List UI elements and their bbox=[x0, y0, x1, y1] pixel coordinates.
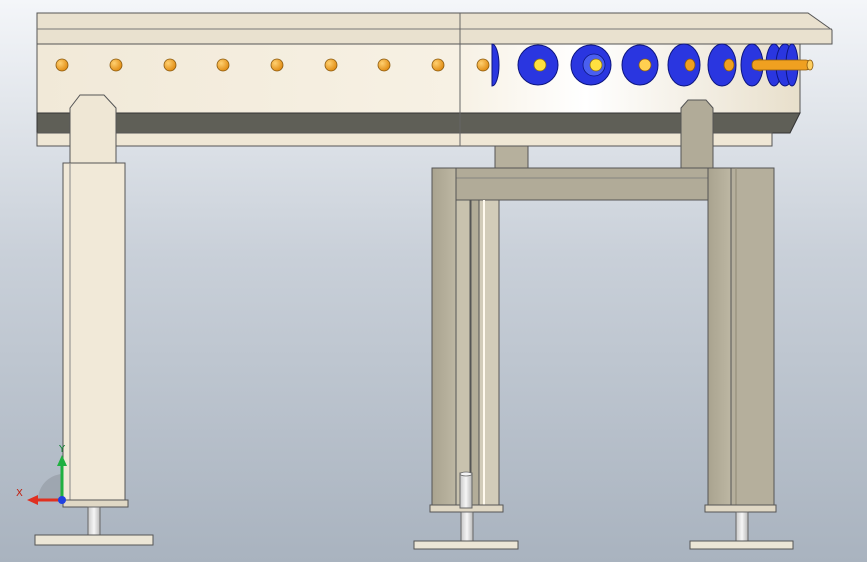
mounting-hole bbox=[324, 58, 338, 72]
right-foot-plate-b[interactable] bbox=[689, 540, 794, 550]
roller-axle bbox=[533, 58, 547, 72]
roller-axle bbox=[684, 58, 696, 72]
roller[interactable] bbox=[491, 43, 500, 87]
stand-hanger-tab bbox=[494, 145, 529, 169]
mounting-holes bbox=[55, 58, 490, 72]
mounting-hole bbox=[270, 58, 284, 72]
rollers[interactable] bbox=[491, 43, 814, 87]
left-leg-bracket[interactable] bbox=[69, 94, 117, 164]
left-leg-tube[interactable] bbox=[62, 162, 126, 506]
left-leveling-stem[interactable] bbox=[87, 506, 101, 536]
mounting-hole bbox=[431, 58, 445, 72]
inner-cylinder bbox=[459, 472, 473, 509]
stand-inner-gap bbox=[470, 199, 480, 509]
inner-cylinder-top bbox=[459, 471, 473, 477]
mounting-hole bbox=[109, 58, 123, 72]
stand-inner-column-2[interactable] bbox=[478, 199, 500, 509]
stand-inner-column[interactable] bbox=[455, 199, 471, 509]
right-leveling-stem-a[interactable] bbox=[460, 511, 474, 542]
roller-axle bbox=[638, 58, 652, 72]
stand-top-beam[interactable] bbox=[431, 167, 732, 201]
roller[interactable] bbox=[667, 43, 701, 87]
axle-stub bbox=[751, 59, 811, 71]
mounting-hole bbox=[163, 58, 177, 72]
right-leveling-stem-b[interactable] bbox=[735, 511, 749, 542]
frame-lower-rail[interactable] bbox=[36, 112, 801, 134]
y-axis-label: Y bbox=[58, 444, 66, 455]
roller[interactable] bbox=[707, 43, 737, 87]
reference-triad[interactable]: X Y bbox=[16, 444, 67, 505]
right-stand[interactable] bbox=[413, 99, 794, 550]
left-foot-plate[interactable] bbox=[34, 534, 154, 546]
x-axis-label: X bbox=[16, 488, 23, 499]
y-axis-head bbox=[57, 455, 67, 466]
roller-axle bbox=[589, 58, 603, 72]
mounting-hole bbox=[55, 58, 69, 72]
axle-stub-end bbox=[806, 59, 814, 71]
mounting-hole bbox=[216, 58, 230, 72]
x-axis-head bbox=[27, 495, 38, 505]
stand-outer-post[interactable] bbox=[730, 167, 775, 509]
left-leg-collar bbox=[62, 499, 129, 508]
stand-right-post[interactable] bbox=[707, 167, 732, 509]
stand-left-post[interactable] bbox=[431, 167, 457, 509]
mounting-hole bbox=[476, 58, 490, 72]
right-bracket[interactable] bbox=[680, 99, 714, 169]
stand-right-base bbox=[704, 504, 777, 513]
left-support-leg[interactable] bbox=[34, 94, 154, 546]
right-foot-plate-a[interactable] bbox=[413, 540, 519, 550]
roller-axle bbox=[723, 58, 735, 72]
mounting-hole bbox=[377, 58, 391, 72]
z-axis-dot bbox=[58, 496, 66, 504]
frame-bottom-lip[interactable] bbox=[36, 132, 773, 147]
triad-plane bbox=[37, 474, 62, 500]
